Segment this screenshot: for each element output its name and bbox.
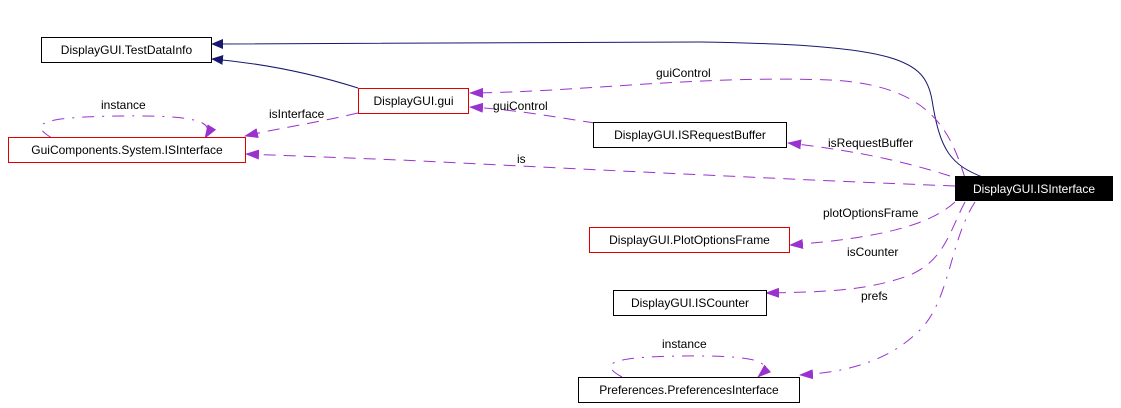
- edge-gui-gcisinterface: [244, 112, 359, 138]
- edge-label-is: is: [517, 152, 526, 166]
- node-iscounter[interactable]: DisplayGUI.ISCounter: [613, 290, 767, 316]
- edge-label-guicontrol-2: guiControl: [493, 99, 548, 113]
- edge-label-prefs: prefs: [861, 289, 888, 303]
- edge-isinterface-iscounter: [765, 201, 966, 298]
- node-isrequestbuffer[interactable]: DisplayGUI.ISRequestBuffer: [593, 122, 787, 148]
- edge-gcisinterface-self-instance: [40, 115, 217, 139]
- edge-label-isinterface: isInterface: [269, 107, 325, 121]
- edge-label-plotoptionsframe: plotOptionsFrame: [823, 206, 919, 220]
- edge-isinterface-testdatainfo: [211, 38, 986, 179]
- node-plotoptionsframe[interactable]: DisplayGUI.PlotOptionsFrame: [589, 227, 790, 253]
- edge-isinterface-plotoptionsframe: [789, 201, 956, 249]
- edge-label-isrequestbuffer: isRequestBuffer: [828, 136, 914, 150]
- node-isinterface[interactable]: DisplayGUI.ISInterface: [955, 176, 1113, 201]
- edge-prefs-self-instance: [610, 355, 772, 378]
- node-gcisinterface[interactable]: GuiComponents.System.ISInterface: [8, 137, 246, 163]
- edge-label-iscounter: isCounter: [847, 245, 899, 259]
- node-gui[interactable]: DisplayGUI.gui: [358, 88, 469, 114]
- node-preferencesinterface[interactable]: Preferences.PreferencesInterface: [578, 377, 800, 403]
- edge-label-instance-prefs: instance: [662, 337, 707, 351]
- edge-label-guicontrol-1: guiControl: [656, 66, 711, 80]
- edge-label-instance-gc: instance: [101, 98, 146, 112]
- edge-isinterface-gcisinterface-is: [245, 149, 956, 187]
- edge-isrequestbuffer-gui: [469, 102, 596, 124]
- edge-gui-testdatainfo: [211, 54, 359, 89]
- edge-isinterface-prefs: [799, 201, 976, 380]
- node-testdatainfo[interactable]: DisplayGUI.TestDataInfo: [41, 37, 212, 63]
- edge-isinterface-isrequestbuffer: [787, 139, 951, 177]
- edge-isinterface-gui-guicontrol: [469, 78, 966, 179]
